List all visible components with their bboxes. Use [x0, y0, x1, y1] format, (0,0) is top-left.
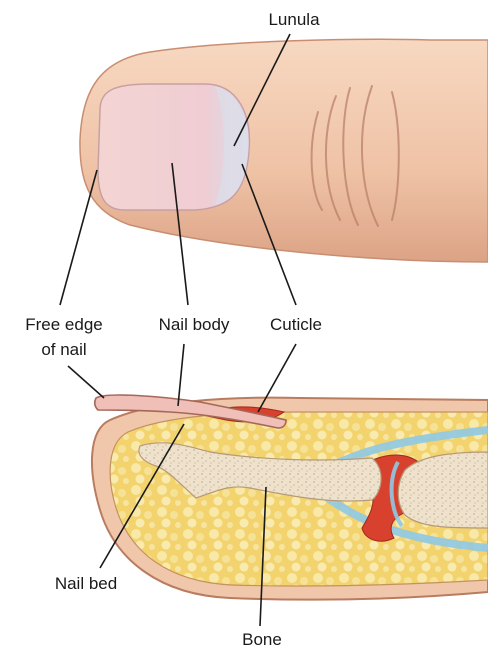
label-free-edge-line2: of nail [41, 340, 86, 359]
leader-free-edge-bottom [68, 366, 104, 398]
label-bone: Bone [242, 630, 282, 649]
label-cuticle: Cuticle [270, 315, 322, 334]
finger-exterior-illustration [80, 39, 488, 262]
fingertip-cross-section [92, 395, 488, 600]
leader-nail-body-bottom [178, 344, 184, 406]
leader-free-edge-top [60, 170, 97, 305]
label-nail-bed: Nail bed [55, 574, 117, 593]
label-lunula: Lunula [268, 10, 320, 29]
label-free-edge-line1: Free edge [25, 315, 103, 334]
label-nail-body: Nail body [159, 315, 230, 334]
